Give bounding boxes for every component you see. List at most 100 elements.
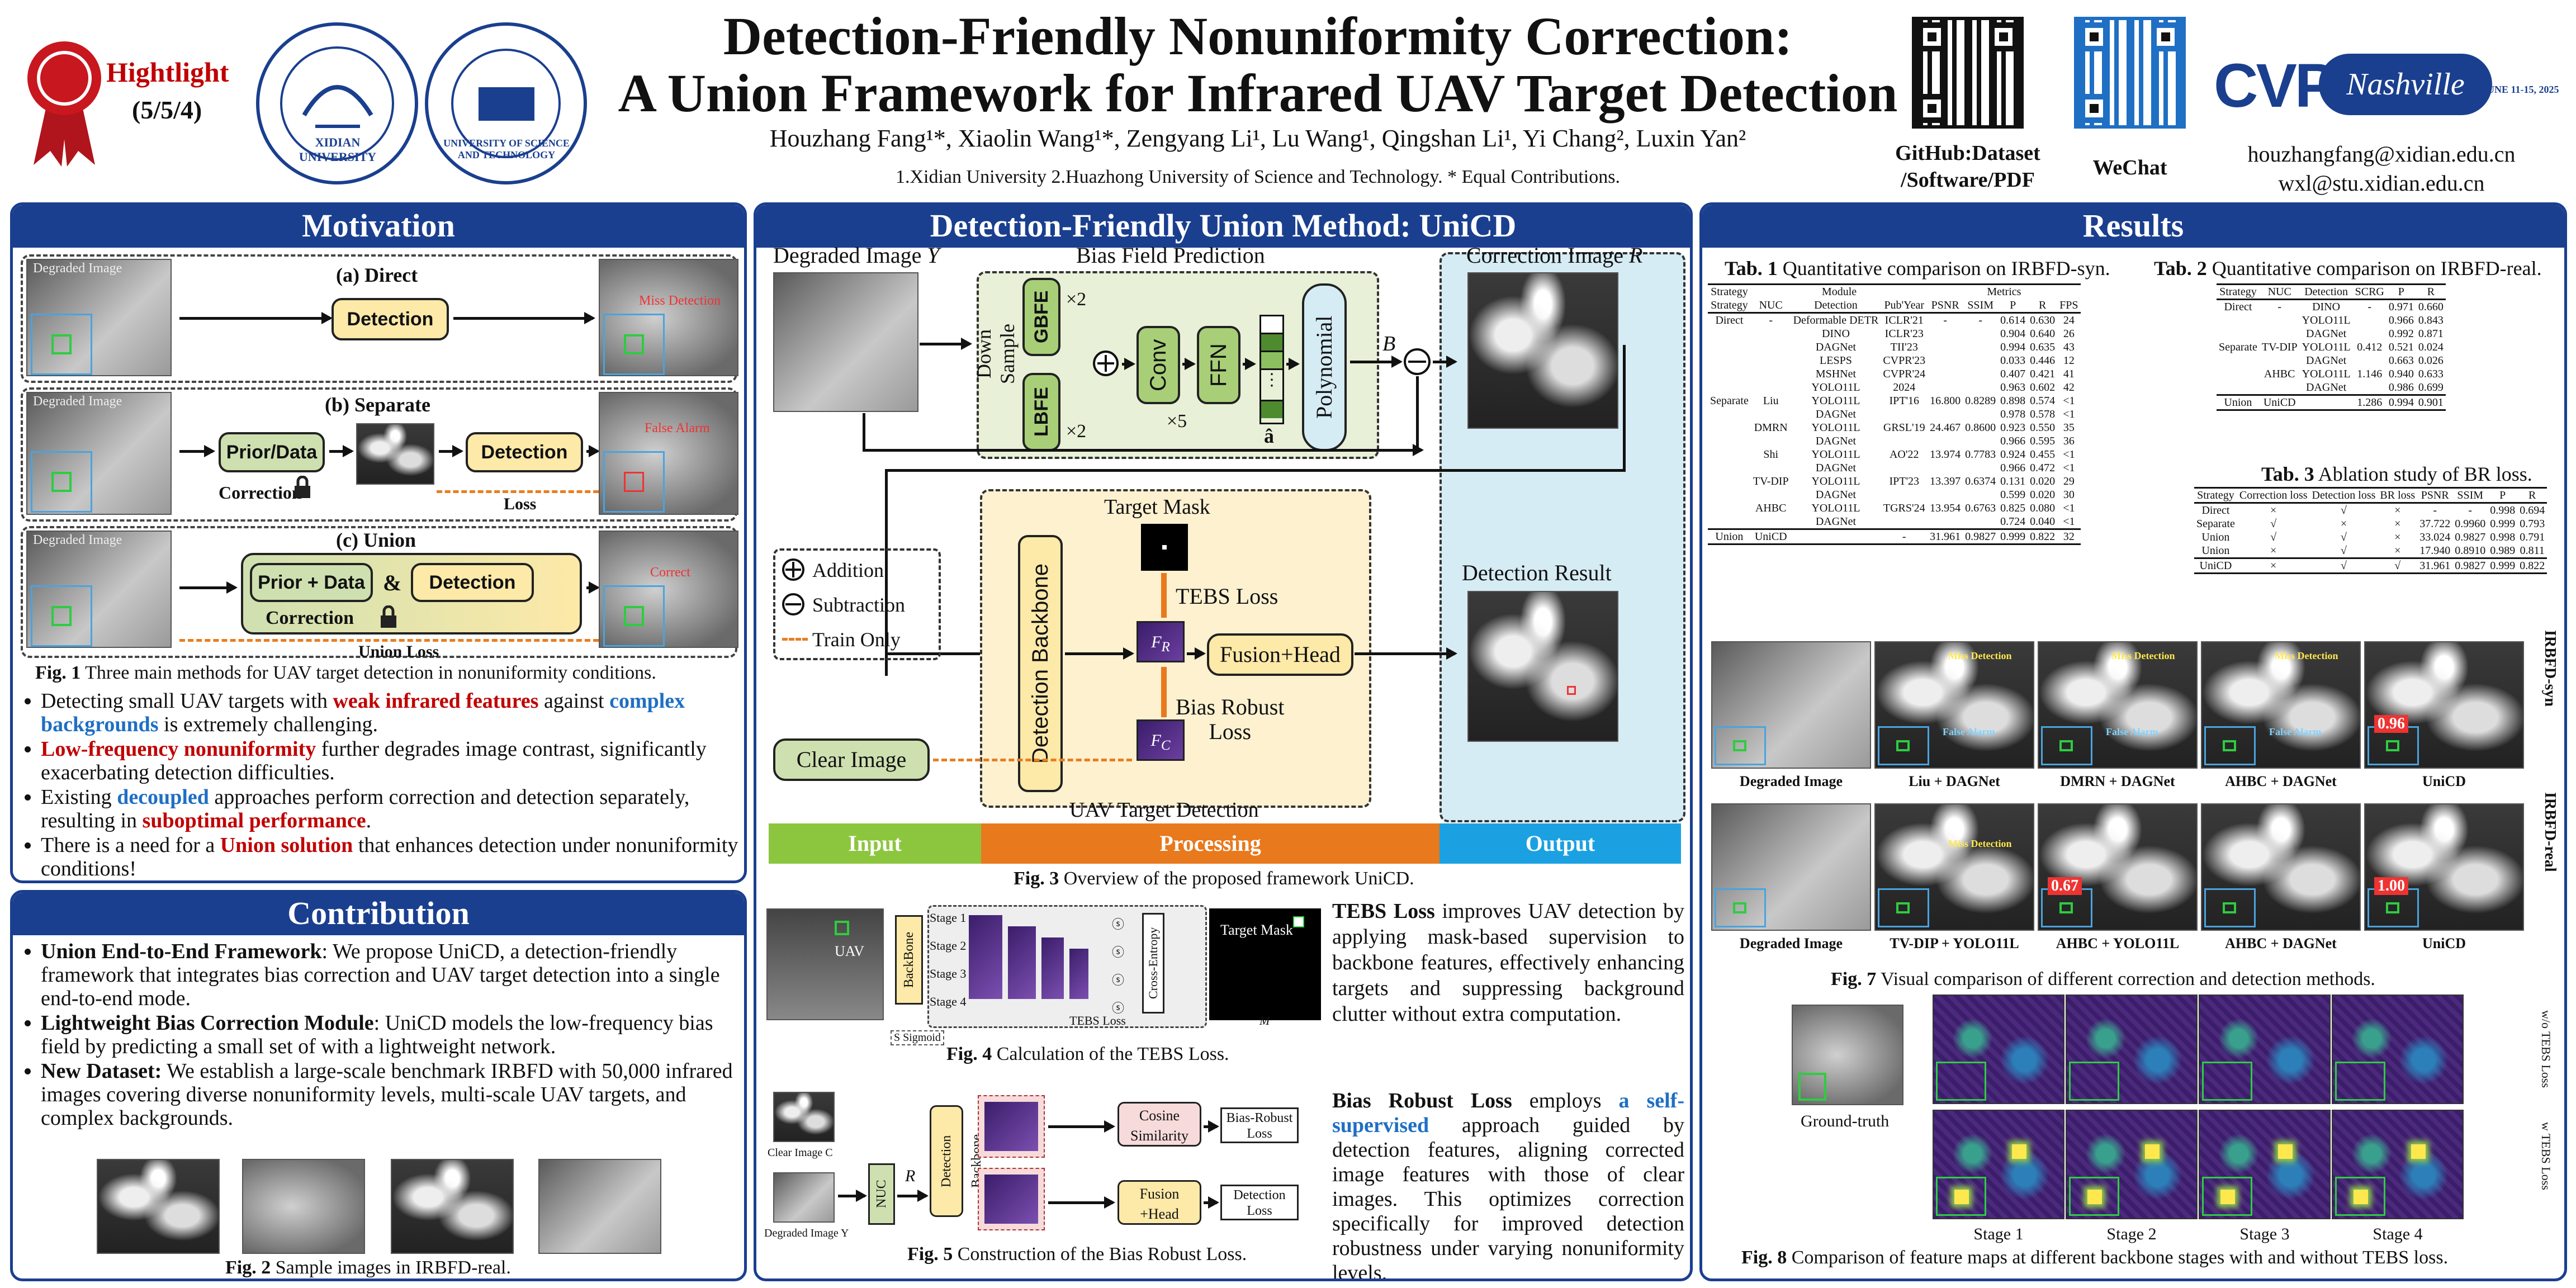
tab2-cell: AHBC — [2264, 368, 2295, 380]
tab1-cell: Separate — [1710, 395, 1749, 407]
tab1-cell: YOLO11L — [1811, 395, 1860, 407]
union-combined-block: Prior + Data & Detection Correction — [241, 553, 582, 634]
tab1-cell — [1791, 529, 1881, 544]
wechat-qr-code[interactable] — [2074, 17, 2186, 129]
tab1-cell — [1708, 488, 1751, 501]
tab2-cell: 1.286 — [2357, 396, 2383, 409]
tab1-cell: 0.923 — [2000, 422, 2026, 434]
tab1-header-cell: R — [2039, 299, 2047, 311]
fig8-stage-label: Stage 2 — [2106, 1225, 2157, 1243]
tab1-cell: 26 — [2063, 328, 2075, 340]
tab1-cell — [1963, 408, 1998, 421]
legend: Addition Subtraction Train Only — [773, 548, 941, 660]
direct-result-image: Miss Detection — [599, 259, 738, 376]
tab1-cell: Shi — [1763, 448, 1779, 461]
direct-method-box: Degraded Image (a) Direct Detection Miss… — [21, 254, 738, 383]
tab1-cell — [1708, 461, 1751, 475]
tab1-cell: 0.472 — [2030, 462, 2056, 474]
tab1-cell: DINO — [1821, 328, 1850, 340]
tab2-cell: DAGNet — [2305, 381, 2347, 394]
fusion-head-block: Fusion+Head — [1207, 633, 1353, 676]
fig2-caption: Fig. 2 Sample images in IRBFD-real. — [225, 1257, 511, 1278]
tab2-cell — [2353, 354, 2386, 367]
tab1-cell — [1751, 367, 1791, 381]
fig4-caption: Fig. 4 Calculation of the TEBS Loss. — [946, 1044, 1229, 1064]
tab1-cell: UniCD — [1754, 531, 1787, 543]
tab1-cell — [1928, 340, 1963, 354]
feature-fc: FC — [1137, 719, 1185, 761]
tab3-header-cell: R — [2528, 489, 2536, 501]
method-degraded-image — [773, 272, 918, 412]
tab1-cell: 0.6763 — [1965, 502, 1996, 514]
method-detection-result-image — [1467, 591, 1618, 742]
tab3-cell: 0.8910 — [2455, 544, 2486, 557]
tab3-cell: 0.989 — [2490, 544, 2516, 557]
highlight-score: (5/5/4) — [132, 96, 202, 124]
tab1-cell: 0.455 — [2030, 448, 2056, 461]
tab1-cell: 0.595 — [2030, 435, 2056, 447]
email-1[interactable]: houzhangfang@xidian.edu.cn — [2247, 141, 2516, 167]
email-2[interactable]: wxl@stu.xidian.edu.cn — [2278, 171, 2485, 196]
fig8-feature-map — [1933, 995, 2064, 1104]
fig5-caption: Fig. 5 Construction of the Bias Robust L… — [907, 1244, 1247, 1265]
contribution-bullets: Union End-to-End Framework: We propose U… — [18, 940, 740, 1131]
tab3-cell: × — [2394, 504, 2401, 517]
separate-loss-label: Loss — [504, 495, 537, 513]
tab1-cell — [1928, 461, 1963, 475]
tab3-cell: 0.791 — [2520, 531, 2545, 543]
fig7-caption: Fig. 7 Visual comparison of different co… — [1831, 969, 2375, 989]
tab1-cell: 0.421 — [2030, 368, 2056, 380]
tab3-cell: √ — [2340, 531, 2347, 543]
tab1-cell — [1881, 488, 1928, 501]
bias-var-b: B — [1382, 332, 1396, 356]
tab2-cell: 0.843 — [2418, 314, 2444, 326]
tab1-cell: 42 — [2063, 381, 2075, 394]
tab1-cell: 0.640 — [2030, 328, 2056, 340]
tab2-caption: Tab. 2 Quantitative comparison on IRBFD-… — [2154, 257, 2542, 280]
fig5-bias-robust-loss: Bias-Robust Loss — [1220, 1107, 1299, 1143]
detection-backbone-block: Detection Backbone — [1018, 535, 1063, 792]
tab1-cell: AHBC — [1755, 502, 1787, 514]
fig7-miss-label: Miss Detection — [2275, 650, 2338, 661]
tab1-cell: TII'23 — [1890, 341, 1918, 353]
tab1-cell — [1708, 327, 1751, 340]
contribution-title: Contribution — [13, 893, 744, 935]
tab1-cell: 43 — [2063, 341, 2075, 353]
fig8-ground-truth-label: Ground-truth — [1801, 1112, 1890, 1130]
tab1-cell: 0.966 — [2000, 435, 2026, 447]
tab2-header-cell: SCRG — [2355, 286, 2384, 298]
tab1-cell: 0.614 — [2000, 314, 2026, 326]
fig7-image: 0.96 — [2364, 641, 2524, 769]
tab3-cell: - — [2433, 504, 2437, 517]
tab1-header-cell: Detection — [1814, 299, 1858, 311]
tab1-cell: 41 — [2063, 368, 2075, 380]
tab1-header-cell: SSIM — [1967, 299, 1994, 311]
fig7-label: Liu + DAGNet — [1909, 773, 2000, 789]
union-prior-data: Prior + Data — [250, 563, 373, 602]
addition-icon — [782, 558, 804, 581]
fig5-backbone: Detection Backbone — [930, 1105, 984, 1217]
tab1-cell — [1928, 408, 1963, 421]
fig7-side-label-syn: IRBFD-syn — [2541, 630, 2559, 707]
tab2-cell — [2260, 354, 2300, 367]
tab1-cell: 0.020 — [2030, 475, 2056, 487]
tab1-cell: YOLO11L — [1811, 475, 1860, 487]
tab2-cell: 1.146 — [2357, 368, 2383, 380]
correction-image-label: Correction Image R — [1466, 243, 1643, 268]
tab1-cell: <1 — [2063, 462, 2075, 474]
fig7-miss-label: Miss Detection — [1948, 838, 2012, 849]
tab3-cell: - — [2468, 504, 2473, 517]
github-qr-code[interactable] — [1912, 17, 2024, 129]
a-hat-label: â — [1264, 425, 1274, 447]
tab1-cell: - — [1769, 314, 1773, 326]
fig7-miss-label: Miss Detection — [1948, 650, 2012, 661]
tab1-cell: 0.898 — [2000, 395, 2026, 407]
sample-image-4 — [538, 1159, 661, 1254]
fig8-side-label-without: w/o TEBS Loss — [2539, 1010, 2553, 1088]
fig3-caption: Fig. 3 Overview of the proposed framewor… — [1014, 868, 1414, 889]
tab2-cell: Direct — [2224, 301, 2252, 313]
